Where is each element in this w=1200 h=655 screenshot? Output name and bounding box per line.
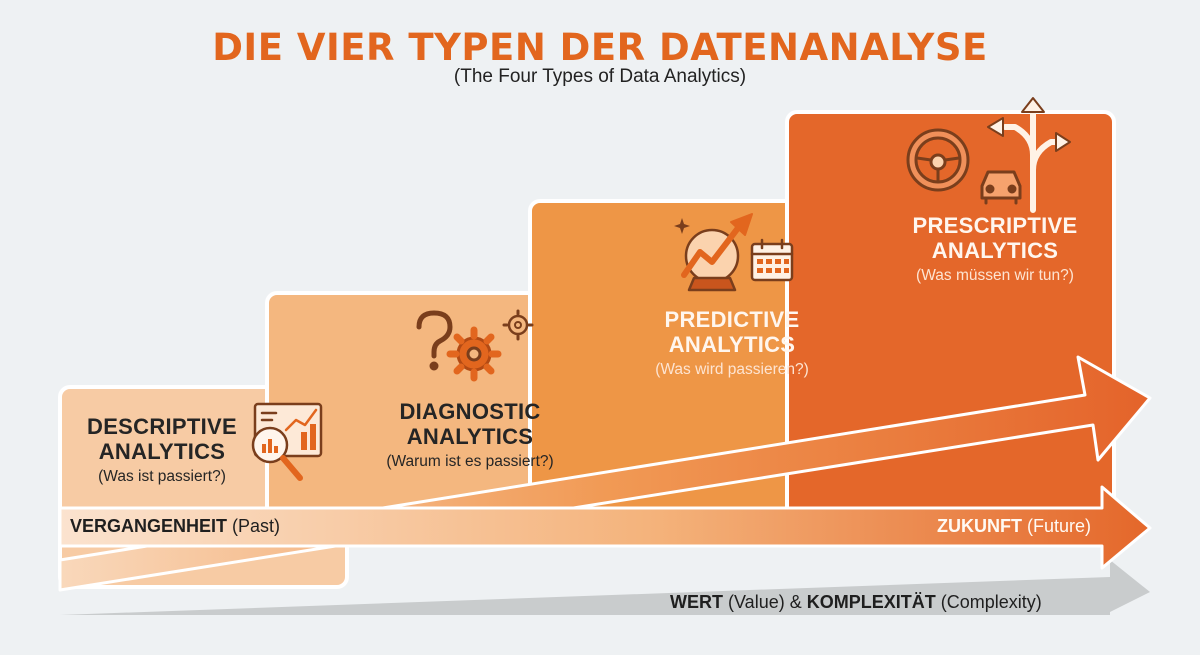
- step-title-prescriptive-line1: PRESCRIPTIVE: [912, 213, 1078, 238]
- step-title-diagnostic-line2: ANALYTICS: [406, 424, 534, 449]
- value-label-connector: &: [789, 592, 802, 612]
- question-gears-icon: [416, 309, 534, 382]
- crystal-ball-calendar-icon: [674, 213, 794, 292]
- page-subtitle: (The Four Types of Data Analytics): [453, 66, 747, 87]
- step-text-predictive: PREDICTIVE ANALYTICS (Was wird passieren…: [612, 307, 852, 379]
- page-title: DIE VIER TYPEN DER DATENANALYSE: [212, 26, 988, 69]
- value-label-rest: (Value): [728, 592, 785, 612]
- step-title-descriptive-line2: ANALYTICS: [98, 439, 226, 464]
- time-axis-past-label: VERGANGENHEIT (Past): [70, 516, 280, 537]
- step-text-descriptive: DESCRIPTIVE ANALYTICS (Was ist passiert?…: [62, 414, 262, 486]
- step-title-descriptive-line1: DESCRIPTIVE: [87, 414, 237, 439]
- past-label-rest: (Past): [232, 516, 281, 536]
- time-axis-future-label: ZUKUNFT (Future): [937, 516, 1091, 537]
- time-arrow: [58, 485, 1152, 570]
- step-question-diagnostic: (Warum ist es passiert?): [386, 453, 554, 470]
- complexity-arrow: [60, 560, 1150, 615]
- past-label-bold: VERGANGENHEIT: [70, 516, 228, 536]
- complexity-label-rest: (Complexity): [940, 592, 1042, 612]
- future-label-rest: (Future): [1027, 516, 1092, 536]
- value-label-bold: WERT: [670, 592, 723, 612]
- step-text-prescriptive: PRESCRIPTIVE ANALYTICS (Was müssen wir t…: [875, 213, 1115, 285]
- future-label-bold: ZUKUNFT: [937, 516, 1022, 536]
- steering-car-directions-icon: [906, 97, 1071, 213]
- magnifier-chart-icon: [251, 402, 323, 481]
- step-title-diagnostic-line1: DIAGNOSTIC: [399, 399, 541, 424]
- step-text-diagnostic: DIAGNOSTIC ANALYTICS (Warum ist es passi…: [350, 399, 590, 471]
- step-title-prescriptive-line2: ANALYTICS: [931, 238, 1059, 263]
- step-question-predictive: (Was wird passieren?): [655, 361, 809, 378]
- step-title-predictive-line2: ANALYTICS: [668, 332, 796, 357]
- complexity-label-bold: KOMPLEXITÄT: [806, 592, 936, 612]
- step-question-descriptive: (Was ist passiert?): [98, 468, 226, 485]
- step-title-predictive-line1: PREDICTIVE: [664, 307, 800, 332]
- value-complexity-label: WERT (Value) & KOMPLEXITÄT (Complexity): [670, 592, 1042, 613]
- step-question-prescriptive: (Was müssen wir tun?): [916, 267, 1074, 284]
